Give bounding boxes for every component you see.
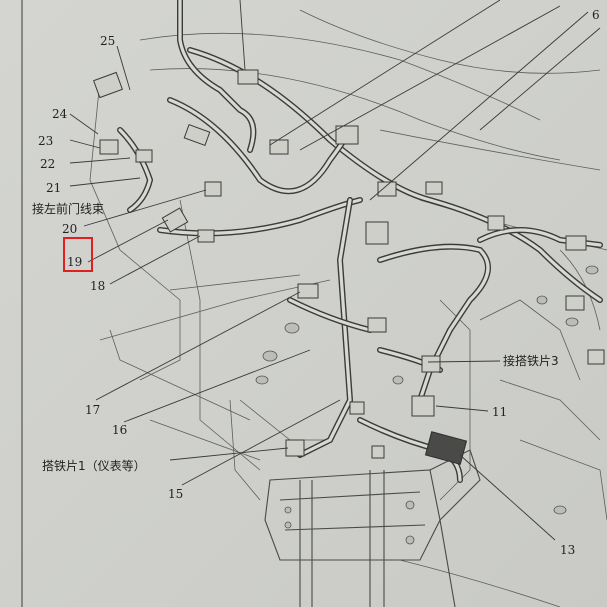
label-ground-plate-3: 接搭铁片3 (503, 353, 559, 368)
label-23: 23 (38, 134, 53, 148)
label-18: 18 (90, 279, 105, 293)
label-19: 19 (67, 255, 82, 269)
callout-labels: 25 24 23 22 21 接左前门线束 20 19 18 17 16 搭铁片… (32, 8, 600, 557)
label-24: 24 (52, 107, 68, 121)
label-left-front-door-harness: 接左前门线束 (32, 201, 104, 216)
label-25: 25 (100, 34, 115, 48)
label-6: 6 (592, 8, 600, 22)
panel-holes (255, 265, 599, 515)
label-13: 13 (560, 543, 575, 557)
label-20: 20 (62, 222, 77, 236)
pedal-bracket (264, 449, 481, 607)
label-11: 11 (492, 405, 507, 419)
leader-lines (69, 0, 601, 541)
label-16: 16 (112, 423, 127, 437)
connectors (93, 69, 605, 465)
label-17: 17 (85, 403, 100, 417)
label-15: 15 (168, 487, 183, 501)
highlight-box-19 (63, 237, 93, 272)
label-21: 21 (46, 181, 61, 195)
label-ground-plate-1: 搭铁片1（仪表等） (42, 459, 146, 473)
label-22: 22 (40, 157, 55, 171)
